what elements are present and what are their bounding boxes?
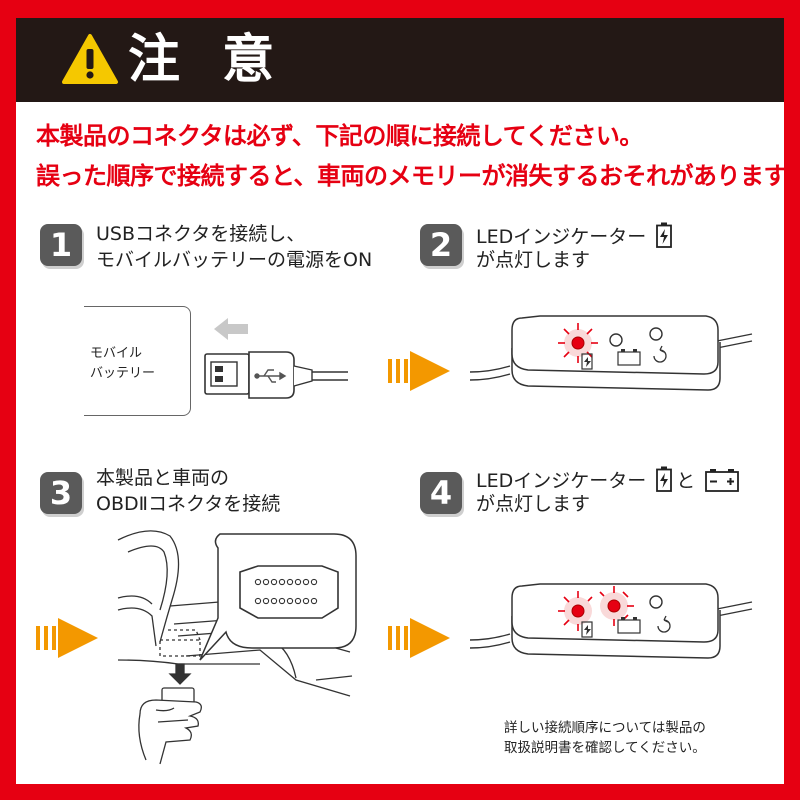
mobile-battery-line-1: モバイル [90, 346, 143, 361]
obd-connector-zoom-illustration [199, 533, 357, 661]
warning-icon [62, 34, 118, 84]
step-2-number: 2 [420, 224, 462, 266]
step-2-line-2: が点灯します [476, 249, 591, 271]
step-2-line-1: LEDインジケーター [476, 222, 676, 250]
step-1-number: 1 [40, 224, 82, 266]
orange-arrow-icon [36, 618, 98, 658]
step-4-line-1: LEDインジケーター と [476, 466, 743, 494]
step-4-label: LEDインジケーター [476, 470, 647, 492]
battery-charge-icon [656, 466, 673, 492]
manual-note: 詳しい接続順序については製品の 取扱説明書を確認してください。 [504, 718, 706, 758]
device-step-4-illustration [469, 583, 753, 659]
notice-line-2: 誤った順序で接続すると、車両のメモリーが消失するおそれがあります。 [36, 162, 800, 190]
header-title: 注 意 [128, 30, 287, 90]
usb-icon [254, 369, 287, 383]
orange-arrow-icon [388, 618, 450, 658]
step-4-number: 4 [420, 472, 462, 514]
orange-arrow-icon [388, 351, 450, 391]
step-4-and: と [676, 470, 696, 492]
hand-plug-illustration [138, 663, 202, 765]
step-2-label: LEDインジケーター [476, 226, 647, 248]
battery-charge-icon [656, 222, 673, 248]
step-4-line-2: が点灯します [476, 493, 591, 515]
mobile-battery-line-2: バッテリー [90, 366, 156, 381]
manual-note-line-2: 取扱説明書を確認してください。 [504, 740, 706, 756]
warning-header: 注 意 [16, 18, 784, 102]
usb-plug-illustration [204, 351, 348, 399]
notice-line-1: 本製品のコネクタは必ず、下記の順に接続してください。 [36, 122, 643, 150]
step-3-number: 3 [40, 472, 82, 514]
step-3-line-1: 本製品と車両の [96, 467, 230, 489]
step-1-line-1: USBコネクタを接続し、 [96, 223, 306, 245]
manual-note-line-1: 詳しい接続順序については製品の [504, 720, 706, 736]
insert-arrow-icon [214, 318, 248, 340]
mobile-battery-illustration [84, 306, 191, 416]
device-step-2-illustration [469, 315, 753, 391]
car-battery-icon [705, 469, 740, 492]
mobile-battery-label: モバイル バッテリー [90, 344, 155, 384]
step-1-line-2: モバイルバッテリーの電源をON [96, 249, 373, 271]
step-3-line-2: OBDⅡコネクタを接続 [96, 493, 281, 515]
